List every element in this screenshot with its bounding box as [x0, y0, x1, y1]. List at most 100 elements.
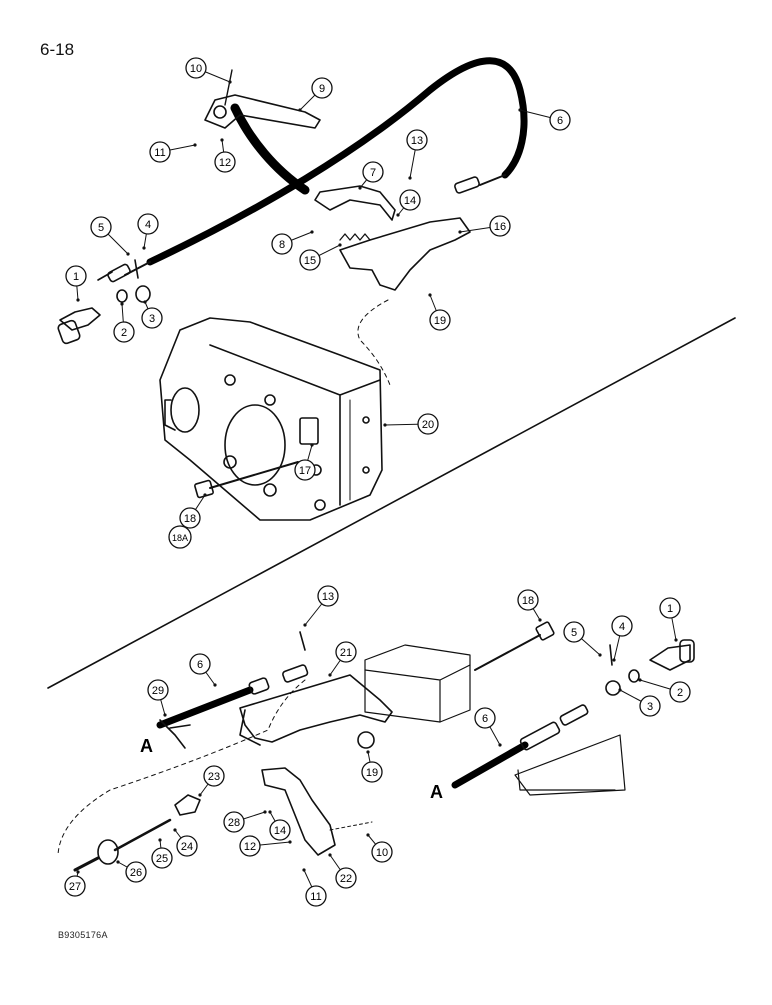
callout-number: 22 — [340, 873, 352, 885]
callout-number: 11 — [154, 147, 165, 159]
callout-19: 19 — [361, 750, 383, 783]
callout-bubble — [125, 861, 147, 883]
callout-bubble — [299, 249, 321, 271]
callout-bubble — [176, 835, 198, 857]
callout-bubble — [335, 867, 357, 889]
bracket-part-16 — [339, 217, 471, 291]
callout-bubble — [271, 233, 293, 255]
callout-bubble — [151, 847, 173, 869]
lever-part-22 — [261, 767, 336, 856]
callout-arrowhead — [76, 298, 80, 302]
callout-bubble — [239, 835, 261, 857]
callout-arrowhead — [142, 246, 146, 250]
callout-arrowhead — [408, 176, 412, 180]
callout-arrowhead — [120, 302, 124, 306]
callout-22: 22 — [328, 853, 357, 889]
callout-number: 28 — [228, 817, 240, 829]
callout-2: 2 — [638, 678, 691, 703]
callout-number: 4 — [145, 219, 151, 231]
callout-bubble — [214, 151, 236, 173]
callout-bubble — [305, 885, 327, 907]
callout-arrowhead — [158, 838, 162, 842]
callout-26: 26 — [116, 860, 147, 883]
callout-24: 24 — [173, 828, 198, 857]
callout-bubble — [168, 525, 192, 549]
callout-6: 6 — [518, 108, 571, 131]
transmission-housing-part-20 — [159, 317, 383, 521]
callout-bubble — [147, 679, 169, 701]
callout-10: 10 — [185, 57, 232, 84]
callout-number: 9 — [319, 83, 325, 95]
callout-number: 1 — [73, 271, 79, 283]
callout-number: 15 — [304, 255, 316, 267]
callout-2: 2 — [113, 302, 135, 343]
callout-bubble — [489, 215, 511, 237]
callout-21: 21 — [328, 641, 357, 677]
callout-20: 20 — [383, 413, 439, 435]
callout-arrowhead — [383, 423, 387, 427]
page-number: 6-18 — [40, 40, 75, 59]
figure-id: B9305176A — [58, 930, 108, 940]
section-mark-a-left: A — [140, 736, 153, 756]
callout-number: 12 — [244, 841, 256, 853]
callout-bubble — [317, 585, 339, 607]
callout-arrowhead — [618, 688, 622, 692]
callout-number: 1 — [667, 603, 673, 615]
callout-arrowhead — [538, 618, 542, 622]
callout-arrowhead — [298, 108, 302, 112]
bracket-part-7 — [314, 185, 396, 221]
callout-bubble — [203, 765, 225, 787]
spring-part-15 — [339, 233, 371, 241]
callout-arrowhead — [302, 868, 306, 872]
callout-bubble — [371, 841, 393, 863]
callout-arrowhead — [173, 828, 177, 832]
callout-10: 10 — [366, 833, 393, 863]
callout-bubble — [179, 507, 201, 529]
callout-5: 5 — [90, 216, 130, 256]
callout-arrowhead — [228, 80, 232, 84]
callout-arrowhead — [674, 638, 678, 642]
callout-arrowhead — [598, 653, 602, 657]
callout-number: 23 — [208, 771, 220, 783]
section-mark-a-right: A — [430, 782, 443, 802]
callout-number: 6 — [557, 115, 563, 127]
callout-arrowhead — [518, 108, 522, 112]
callout-number: 16 — [494, 221, 506, 233]
callout-arrowhead — [198, 793, 202, 797]
control-cable-top — [146, 57, 528, 266]
callout-arrowhead — [338, 243, 342, 247]
callout-bubble — [294, 459, 316, 481]
callout-number: 6 — [197, 659, 203, 671]
callout-17: 17 — [294, 443, 316, 481]
callout-arrowhead — [328, 853, 332, 857]
callout-arrowhead — [328, 673, 332, 677]
callout-bubble — [137, 213, 159, 235]
callout-arrowhead — [263, 810, 267, 814]
callout-arrowhead — [303, 623, 307, 627]
callout-number: 19 — [366, 767, 378, 779]
callout-arrowhead — [498, 743, 502, 747]
callout-9: 9 — [298, 77, 333, 112]
callout-bubble — [90, 216, 112, 238]
callout-28: 28 — [223, 810, 267, 833]
callout-number: 25 — [156, 853, 168, 865]
callout-18A: 18A — [168, 525, 192, 549]
callout-number: 2 — [677, 687, 683, 699]
callout-arrowhead — [310, 230, 314, 234]
callout-number: 10 — [190, 63, 202, 75]
control-cable-bottom-right — [451, 741, 529, 789]
callout-arrowhead — [193, 143, 197, 147]
callout-arrowhead — [288, 840, 292, 844]
callout-number: 26 — [130, 867, 142, 879]
callout-29: 29 — [147, 679, 169, 717]
callout-arrowhead — [76, 870, 80, 874]
callout-15: 15 — [299, 243, 342, 271]
callout-arrowhead — [396, 213, 400, 217]
callout-bubble — [141, 307, 163, 329]
callout-number: 14 — [274, 825, 286, 837]
callout-number: 7 — [370, 167, 376, 179]
callout-25: 25 — [151, 838, 173, 869]
callout-number: 18 — [522, 595, 534, 607]
